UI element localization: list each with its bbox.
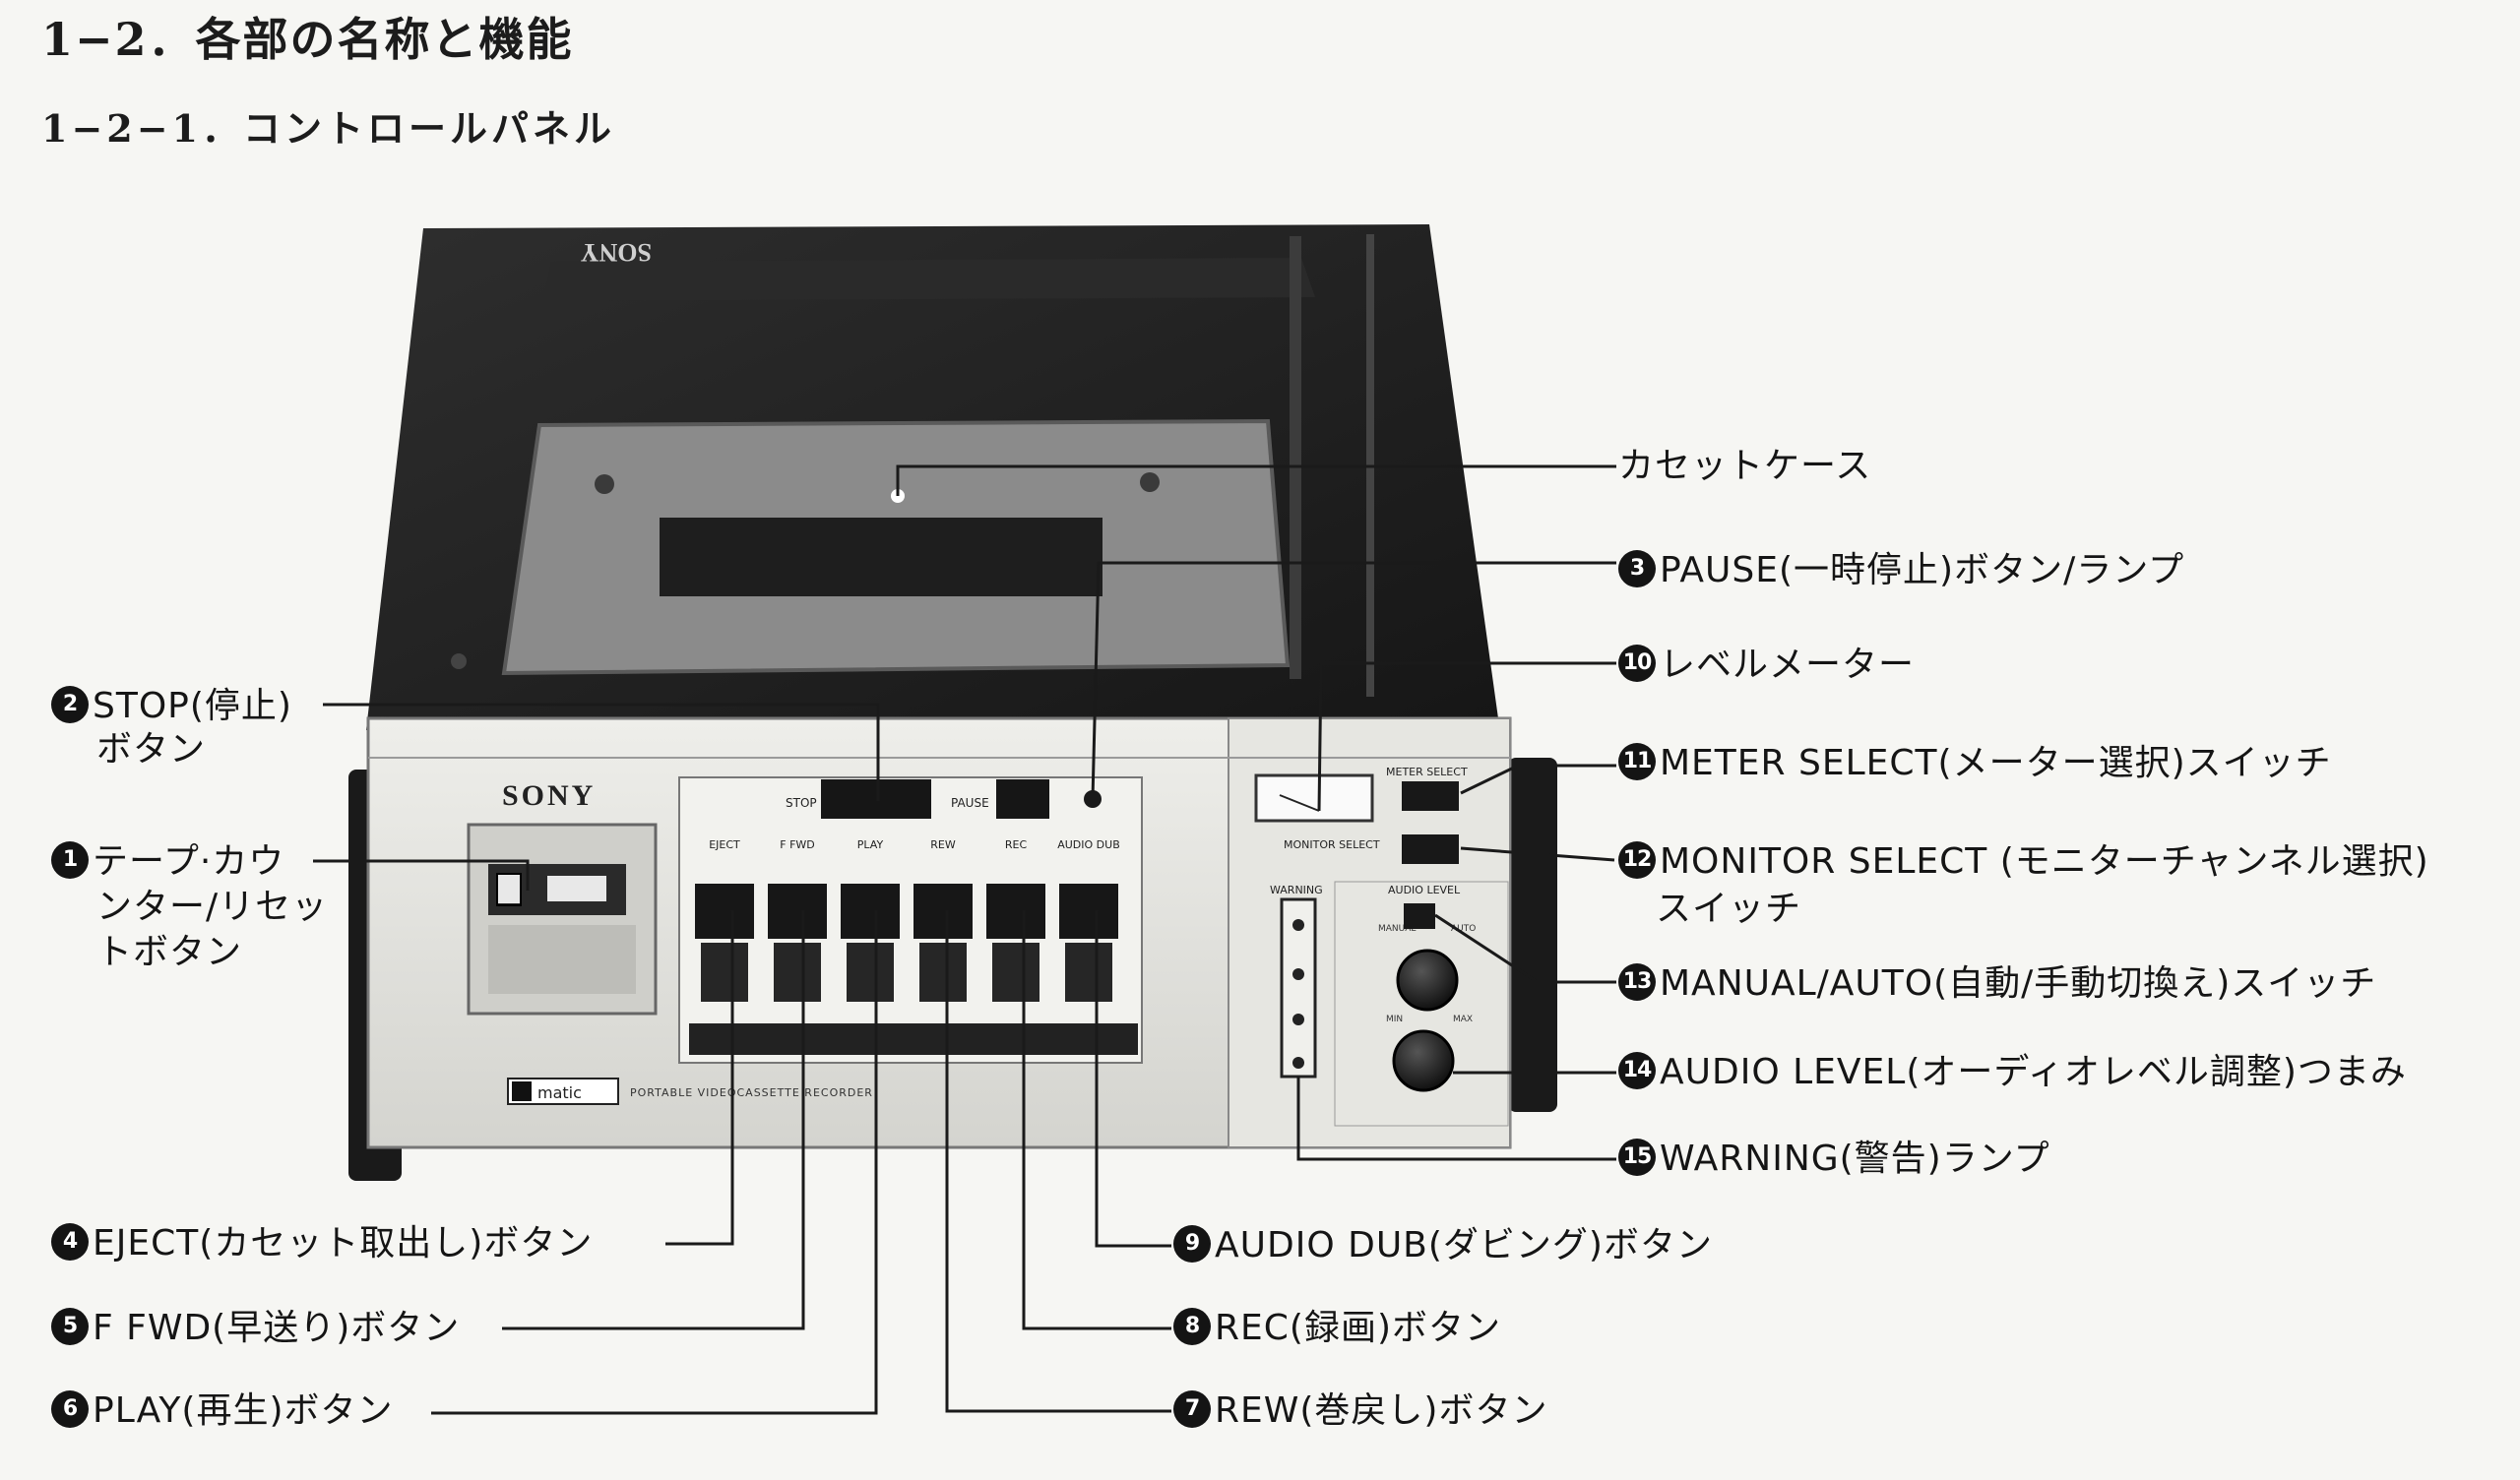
umatic-logo: matic PORTABLE VIDEOCASSETTE RECORDER [507,1078,873,1105]
lid-brand: SONY [581,238,652,267]
pause-text: PAUSE [951,796,989,810]
button-stem [774,943,821,1002]
button-stem [1065,943,1112,1002]
eject-button[interactable] [695,884,754,939]
level-knob-upper[interactable] [1396,949,1459,1012]
audio-level-text: AUDIO LEVEL [1388,884,1461,896]
callout-stop-line2: ボタン [96,729,207,770]
tape-counter [467,823,658,1016]
section-heading: 1−2．各部の名称と機能 [41,13,574,66]
rec-button[interactable] [986,884,1045,939]
auto-mark: AUTO [1451,924,1476,934]
meter-select-text: METER SELECT [1386,766,1468,778]
subsection-heading: 1−2−1．コントロールパネル [41,106,616,151]
stop-button[interactable] [821,779,931,819]
button-label: REW [930,838,956,851]
pause-button[interactable] [996,779,1049,819]
monitor-select-text: MONITOR SELECT [1284,838,1380,851]
button-label: REC [1005,838,1028,851]
audio-level-knob[interactable] [1392,1029,1455,1092]
f-fwd-button[interactable] [768,884,827,939]
callout-tape-counter-line3: トボタン [96,932,243,972]
min-mark: MIN [1386,1015,1403,1024]
warning-text: WARNING [1270,884,1323,896]
model-text: PORTABLE VIDEOCASSETTE RECORDER [630,1086,873,1099]
sony-logo: SONY [502,779,596,812]
max-mark: MAX [1453,1015,1473,1024]
level-meter [1254,773,1374,823]
play-button[interactable] [841,884,900,939]
manual-mark: MANUAL [1378,924,1416,934]
leader-lines [313,464,1616,1415]
warning-lamp [1292,1014,1304,1025]
counter-reset-button[interactable] [496,873,522,906]
monitor-select-switch[interactable] [1402,834,1459,864]
manual-auto-switch[interactable] [1404,903,1435,929]
stop-text: STOP [786,796,817,810]
right-handle [1508,758,1557,1112]
button-stem [992,943,1040,1002]
button-label: EJECT [709,838,740,851]
meter-select-switch[interactable] [1402,781,1459,811]
button-label: F FWD [780,838,815,851]
callout-monitor-select-line2: スイッチ [1656,889,1802,929]
button-stem [847,943,894,1002]
callout-tape-counter-line2: ンター/リセッ [96,887,329,927]
warning-lamp [1292,1057,1304,1069]
button-stem [919,943,967,1002]
button-label: PLAY [857,838,884,851]
button-bank: STOP PAUSE [678,776,1143,1064]
warning-lamp [1292,919,1304,931]
callout-cassette-case: カセットケース [1618,446,1872,486]
warning-lamp [1292,968,1304,980]
button-label: AUDIO DUB [1057,838,1120,851]
audio-dub-button[interactable] [1059,884,1118,939]
button-stem [701,943,748,1002]
cassette-case[interactable] [451,418,1291,676]
rew-button[interactable] [914,884,973,939]
svg-text:matic: matic [537,1083,582,1102]
main-buttons: EJECT F FWD PLAY REW REC AUDIO DUB [695,838,1120,1002]
